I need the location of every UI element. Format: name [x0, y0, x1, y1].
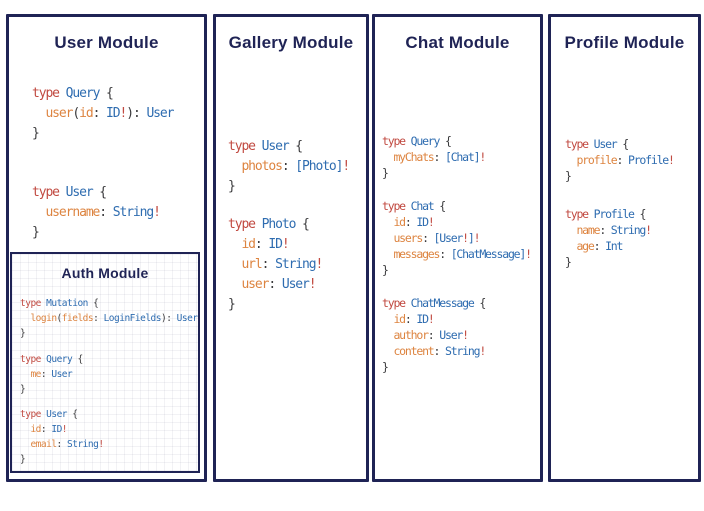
- code-line: }: [382, 263, 389, 277]
- code-line: type ChatMessage {: [382, 296, 486, 310]
- code-line: type User {: [32, 185, 107, 200]
- code-line: messages: [ChatMessage]!: [382, 247, 532, 261]
- code-block-auth-query: type Query { me: User}: [20, 352, 83, 397]
- code-block-chatmessage-type: type ChatMessage { id: ID! author: User!…: [382, 295, 486, 375]
- code-line: name: String!: [565, 223, 652, 237]
- panel-profile-module: Profile Module type User { profile: Prof…: [548, 14, 701, 482]
- panel-chat-module: Chat Module type Query { myChats: [Chat]…: [372, 14, 543, 482]
- code-block-user-type: type User { username: String!}: [32, 183, 161, 243]
- code-block-profile-user-type: type User { profile: Profile!}: [565, 136, 675, 184]
- code-line: login(fields: LoginFields): User: [20, 313, 198, 324]
- code-line: email: String!: [20, 439, 104, 450]
- code-line: id: ID!: [382, 215, 434, 229]
- code-line: content: String!: [382, 344, 486, 358]
- code-line: }: [20, 384, 26, 395]
- code-block-gallery-user-type: type User { photos: [Photo]!}: [228, 137, 350, 197]
- code-block-user-query: type Query { user(id: ID!): User}: [32, 84, 174, 144]
- code-line: age: Int: [565, 239, 623, 253]
- panel-gallery-module: Gallery Module type User { photos: [Phot…: [213, 14, 369, 482]
- code-line: }: [382, 360, 389, 374]
- code-line: type Photo {: [228, 217, 310, 232]
- code-block-chat-type: type Chat { id: ID! users: [User!]! mess…: [382, 198, 532, 278]
- code-line: }: [228, 179, 236, 194]
- code-line: type User {: [565, 137, 629, 151]
- code-line: type Query {: [32, 86, 114, 101]
- code-block-auth-mutation: type Mutation { login(fields: LoginField…: [20, 296, 198, 341]
- code-line: type Mutation {: [20, 298, 99, 309]
- panel-title-user-module: User Module: [54, 33, 159, 52]
- code-line: }: [565, 255, 572, 269]
- panel-title-profile-module: Profile Module: [564, 33, 685, 52]
- code-line: type User {: [20, 409, 78, 420]
- code-line: id: ID!: [20, 424, 68, 435]
- code-line: type Query {: [382, 134, 452, 148]
- code-line: }: [32, 225, 40, 240]
- code-block-auth-user-type: type User { id: ID! email: String!}: [20, 407, 104, 467]
- code-line: }: [20, 454, 26, 465]
- code-block-chat-query: type Query { myChats: [Chat]!}: [382, 133, 486, 181]
- code-line: username: String!: [32, 205, 160, 220]
- panel-title-gallery-module: Gallery Module: [228, 33, 354, 52]
- code-line: type User {: [228, 139, 303, 154]
- code-block-profile-type: type Profile { name: String! age: Int}: [565, 206, 652, 270]
- code-line: }: [20, 328, 26, 339]
- code-line: photos: [Photo]!: [228, 159, 350, 174]
- code-block-gallery-photo-type: type Photo { id: ID! url: String! user: …: [228, 215, 323, 315]
- code-line: }: [565, 169, 572, 183]
- code-line: type Profile {: [565, 207, 646, 221]
- code-line: id: ID!: [228, 237, 289, 252]
- panel-title-auth-module: Auth Module: [61, 265, 149, 281]
- code-line: }: [228, 297, 236, 312]
- code-line: type Chat {: [382, 199, 446, 213]
- panel-auth-module: Auth Module type Mutation { login(fields…: [10, 252, 200, 473]
- code-line: profile: Profile!: [565, 153, 674, 167]
- code-line: url: String!: [228, 257, 323, 272]
- code-line: }: [382, 166, 389, 180]
- code-line: user(id: ID!): User: [32, 106, 174, 121]
- panel-title-chat-module: Chat Module: [405, 33, 510, 52]
- code-line: myChats: [Chat]!: [382, 150, 486, 164]
- code-line: users: [User!]!: [382, 231, 480, 245]
- code-line: author: User!: [382, 328, 469, 342]
- code-line: id: ID!: [382, 312, 434, 326]
- code-line: }: [32, 126, 40, 141]
- panel-user-module: User Module type Query { user(id: ID!): …: [6, 14, 207, 482]
- code-line: type Query {: [20, 354, 83, 365]
- code-line: me: User: [20, 369, 73, 380]
- code-line: user: User!: [228, 277, 316, 292]
